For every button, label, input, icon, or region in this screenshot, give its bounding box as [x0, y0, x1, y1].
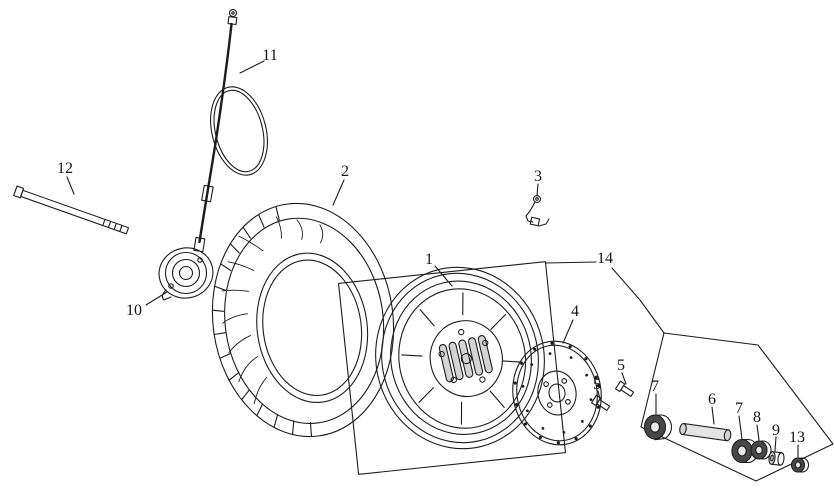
part-label-10: 10	[126, 302, 142, 319]
front-wheel-rim	[375, 266, 545, 450]
wheel-rib-lines	[401, 292, 524, 425]
part-label-5a: 5	[617, 357, 625, 374]
part-label-3: 3	[534, 168, 542, 185]
wheel-bearing	[643, 414, 673, 441]
part-label-4: 4	[571, 303, 579, 320]
part-label-8: 8	[753, 409, 761, 426]
wheel-detail-box	[337, 261, 567, 475]
disc-bolt	[614, 380, 635, 397]
axle-spacer-tube	[679, 422, 732, 442]
part-label-11: 11	[262, 47, 277, 64]
brake-disc	[512, 340, 602, 446]
part-label-1: 1	[425, 251, 433, 268]
part-label-6: 6	[708, 391, 716, 408]
disc-bolt	[590, 394, 611, 411]
speedometer-cable	[193, 8, 268, 253]
side-collar	[768, 451, 785, 466]
wheel-bearing	[731, 438, 759, 464]
tire-face-grooves	[221, 216, 324, 405]
oil-seal	[750, 440, 772, 460]
part-label-2: 2	[341, 163, 349, 180]
speedometer-drive-unit	[158, 247, 214, 301]
tire-tread-marks	[211, 206, 313, 438]
part-label-9: 9	[772, 422, 780, 439]
part-label-13: 13	[789, 429, 805, 446]
front-tire	[211, 202, 395, 438]
group-leader-lines	[545, 261, 834, 482]
cable-clamp	[525, 194, 550, 227]
axle-nut	[790, 457, 810, 473]
part-label-5b: 5	[593, 376, 601, 393]
front-axle-shaft	[13, 185, 130, 235]
part-label-14: 14	[597, 250, 613, 267]
leader-lines	[66, 60, 799, 458]
part-label-12: 12	[57, 160, 73, 177]
part-label-7b: 7	[735, 400, 743, 417]
part-label-7a: 7	[651, 378, 659, 395]
